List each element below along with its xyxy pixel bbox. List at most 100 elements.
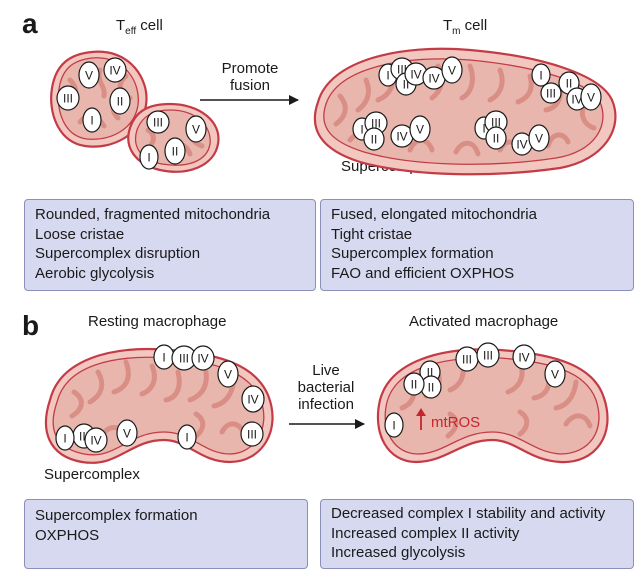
- complex-label: IV: [90, 434, 101, 448]
- crista: [139, 363, 157, 397]
- complex-shape: [103, 57, 127, 83]
- complex-shape: [139, 144, 159, 170]
- complex-shape: [217, 360, 239, 388]
- teff-feature-2: Loose cristae: [35, 225, 125, 243]
- complex-shape: [191, 345, 215, 371]
- crista: [187, 369, 209, 403]
- complex-label: V: [587, 91, 595, 105]
- complex-shape: [485, 126, 507, 150]
- complex-v-icon: V: [78, 61, 100, 89]
- complex-i-icon: I: [139, 144, 159, 170]
- complex-shape: [544, 360, 566, 388]
- complex-label: IV: [247, 393, 258, 407]
- complex-label: IV: [571, 93, 582, 107]
- complex-label: IV: [410, 68, 421, 82]
- complex-shape: [78, 61, 100, 89]
- complex-label: I: [147, 151, 150, 165]
- complex-label: V: [448, 64, 456, 78]
- promote-fusion-label: Promote fusion: [210, 60, 290, 94]
- panel-b-letter: b: [22, 310, 40, 341]
- complex-label: V: [224, 368, 232, 382]
- complex-shape: [580, 83, 602, 111]
- teff-feature-1: Rounded, fragmented mitochondria: [35, 206, 271, 223]
- complex-label: I: [360, 123, 363, 137]
- crista: [553, 379, 579, 411]
- complex-label: III: [371, 117, 381, 131]
- resting-macrophage-title: Resting macrophage: [88, 313, 227, 330]
- tm-features-box: Fused, elongated mitochondria Tight cris…: [320, 199, 634, 291]
- complex-label: III: [63, 92, 73, 106]
- tm-title-main: T: [443, 17, 453, 34]
- complex-shape: [403, 372, 425, 396]
- complex-v-icon: V: [409, 115, 431, 143]
- complex-label: III: [491, 116, 501, 130]
- complex-shape: [540, 82, 562, 104]
- complex-iv-icon: IV: [512, 344, 536, 370]
- activated-macrophage-title: Activated macrophage: [409, 313, 559, 330]
- complex-shape: [56, 85, 80, 111]
- complex-shape: [177, 424, 197, 450]
- complex-iii-icon: III: [56, 85, 80, 111]
- tm-mito: [313, 47, 617, 176]
- complex-label: IV: [516, 138, 527, 152]
- complex-label: II: [117, 95, 124, 109]
- complex-label: V: [192, 123, 200, 137]
- complex-label: III: [546, 87, 556, 101]
- tm-feature-3: Supercomplex formation: [331, 245, 494, 262]
- complex-label: I: [185, 431, 188, 445]
- complex-i-icon: I: [384, 412, 404, 438]
- complex-label: IV: [518, 351, 529, 365]
- complex-shape: [185, 115, 207, 143]
- complex-label: III: [179, 352, 189, 366]
- complex-iv-icon: IV: [103, 57, 127, 83]
- crista: [163, 369, 182, 403]
- infection-line3: infection: [298, 396, 354, 413]
- crista: [453, 140, 481, 157]
- crista: [515, 73, 534, 105]
- complex-v-icon: V: [116, 419, 138, 447]
- complex-label: IV: [396, 130, 407, 144]
- complex-label: V: [416, 123, 424, 137]
- complex-label: III: [483, 349, 493, 363]
- complex-label: II: [427, 366, 434, 380]
- up-arrowhead-icon: [416, 408, 426, 416]
- complex-iv-icon: IV: [191, 345, 215, 371]
- resting-feature-2: OXPHOS: [35, 526, 100, 544]
- complex-iii-icon: III: [540, 82, 562, 104]
- complex-shape: [363, 127, 385, 151]
- complex-label: III: [397, 63, 407, 77]
- complex-label: IV: [197, 352, 208, 366]
- complex-label: V: [551, 368, 559, 382]
- resting-feature-1: Supercomplex formation: [35, 507, 198, 524]
- resting-features-box: Supercomplex formation OXPHOS: [24, 499, 308, 569]
- complex-label: I: [162, 351, 165, 365]
- complex-shape: [164, 137, 186, 165]
- complex-v-icon: V: [544, 360, 566, 388]
- panel-a-letter: a: [22, 8, 38, 39]
- complex-label: I: [63, 432, 66, 446]
- complex-iii-icon: III: [240, 421, 264, 447]
- complex-shape: [116, 419, 138, 447]
- complex-iv-icon: IV: [84, 427, 108, 453]
- activated-feature-3: Increased glycolysis: [331, 544, 466, 561]
- teff-title-sub: eff: [125, 26, 137, 37]
- complex-label: IV: [428, 72, 439, 86]
- tm-feature-1: Fused, elongated mitochondria: [331, 206, 537, 223]
- complex-label: V: [85, 69, 93, 83]
- infection-line2: bacterial: [297, 379, 355, 396]
- complex-ii-icon: II: [109, 87, 131, 115]
- complex-v-icon: V: [217, 360, 239, 388]
- complex-shape: [82, 107, 102, 133]
- complex-i-icon: I: [531, 63, 551, 87]
- complex-label: II: [566, 77, 573, 91]
- crista: [545, 132, 571, 149]
- complex-label: I: [482, 122, 485, 136]
- infection-label: Live bacterial infection: [286, 362, 366, 413]
- complex-shape: [441, 56, 463, 84]
- crista: [69, 389, 84, 419]
- crista: [87, 369, 105, 405]
- complex-label: II: [428, 381, 435, 395]
- complex-label: I: [386, 69, 389, 83]
- crista: [193, 411, 206, 439]
